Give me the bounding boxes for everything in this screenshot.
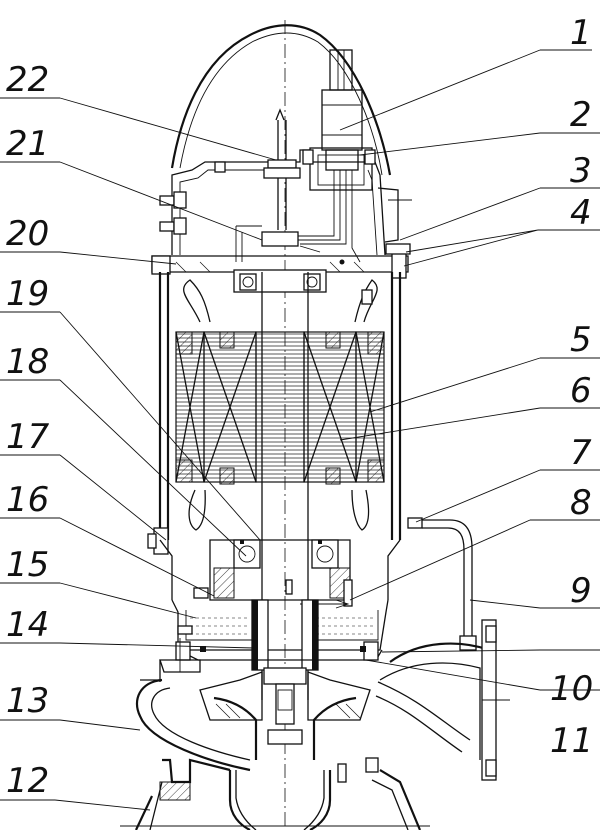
terminal-block xyxy=(235,225,321,262)
callout-22: 22 xyxy=(6,60,49,100)
stator xyxy=(175,331,385,483)
leader-12 xyxy=(0,799,151,811)
motor-housing xyxy=(147,272,402,600)
seal-plate xyxy=(175,638,383,672)
callout-16: 16 xyxy=(6,480,49,520)
leader-13 xyxy=(0,719,141,731)
callout-6: 6 xyxy=(570,371,592,411)
oil-chamber xyxy=(171,579,389,651)
side-pipe xyxy=(407,517,477,651)
cable-entry-box xyxy=(309,147,373,191)
leader-lines xyxy=(0,49,600,811)
callout-3: 3 xyxy=(570,151,592,191)
leader-1 xyxy=(339,49,592,131)
callout-19: 19 xyxy=(6,274,49,314)
lower-bearing-housing xyxy=(209,539,351,601)
leader-8 xyxy=(349,519,600,601)
leader-5 xyxy=(369,357,600,413)
leader-17 xyxy=(0,454,167,541)
callout-8: 8 xyxy=(570,483,592,523)
callout-14: 14 xyxy=(6,605,49,645)
upper-bearing-cover xyxy=(151,243,411,293)
callout-11: 11 xyxy=(550,721,593,761)
leader-14 xyxy=(0,642,255,649)
leader-7 xyxy=(415,469,600,523)
leader-3 xyxy=(399,187,600,241)
leader-15 xyxy=(0,582,197,619)
leader-19 xyxy=(0,311,261,541)
leader-20 xyxy=(0,251,177,265)
callout-2: 2 xyxy=(570,95,592,135)
callout-labels: 1 2 3 4 5 6 7 8 9 10 11 12 13 14 15 16 1… xyxy=(6,13,593,801)
leader-16 xyxy=(0,517,215,597)
leader-22 xyxy=(0,97,277,161)
callout-15: 15 xyxy=(6,545,49,585)
leader-11 xyxy=(365,659,600,691)
leader-4 xyxy=(403,229,600,267)
callout-5: 5 xyxy=(570,320,592,360)
callout-17: 17 xyxy=(6,417,50,457)
terminal-cover xyxy=(171,149,386,256)
pump-body xyxy=(120,20,510,830)
mechanical-seal xyxy=(251,579,319,671)
callout-1: 1 xyxy=(570,13,592,53)
leader-6 xyxy=(339,407,600,441)
lifting-handle xyxy=(170,24,392,176)
cover-bolt-left-2 xyxy=(159,221,175,232)
terminal-post xyxy=(263,108,301,230)
callout-18: 18 xyxy=(6,342,49,382)
leader-18 xyxy=(0,379,247,557)
leader-10 xyxy=(381,649,600,653)
leader-21 xyxy=(0,161,263,241)
rotor xyxy=(219,331,341,485)
callout-20: 20 xyxy=(6,214,49,254)
callout-21: 21 xyxy=(6,124,49,164)
callout-7: 7 xyxy=(570,433,592,473)
cover-bolt-right xyxy=(364,149,376,165)
base-stand xyxy=(120,757,430,830)
discharge-flange xyxy=(481,619,510,781)
callout-13: 13 xyxy=(6,681,49,721)
leader-9 xyxy=(469,599,600,609)
callout-4: 4 xyxy=(570,193,592,233)
impeller xyxy=(199,667,371,760)
callout-9: 9 xyxy=(570,571,592,611)
callout-12: 12 xyxy=(6,761,49,801)
cable-gland xyxy=(289,49,363,263)
leader-2 xyxy=(359,132,600,156)
callout-10: 10 xyxy=(550,669,593,709)
